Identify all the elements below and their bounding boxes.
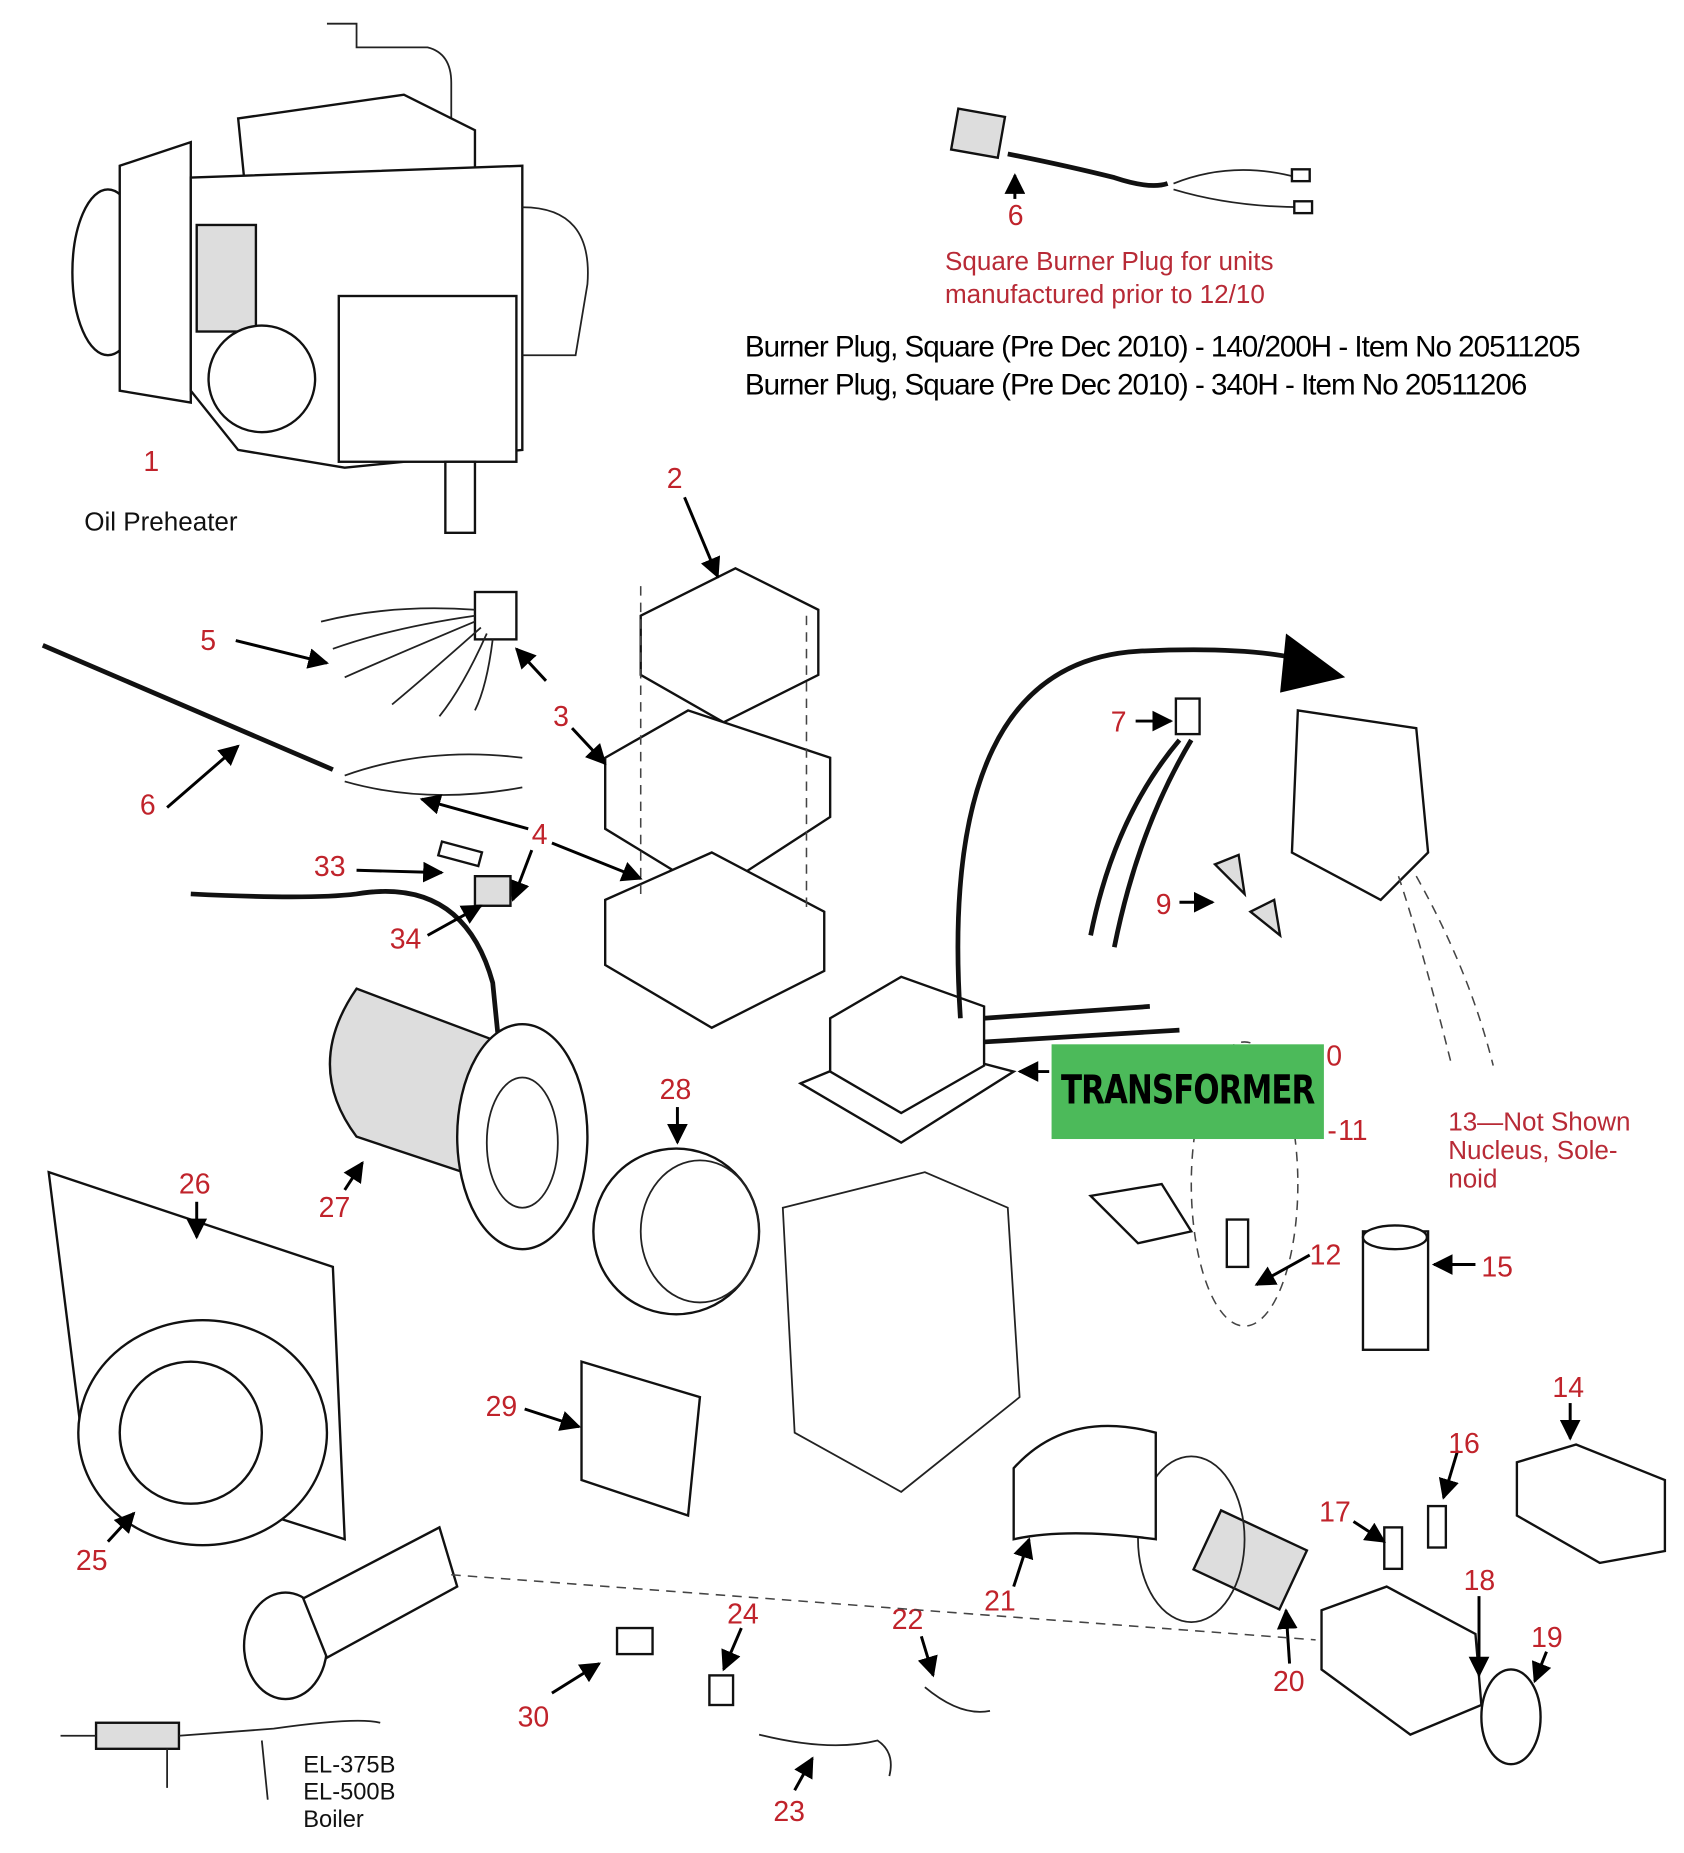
cone-9 [1212, 853, 1247, 898]
wiring-harness-drawing [320, 590, 518, 717]
transformer-label: TRANSFORMER [1061, 1068, 1315, 1114]
callout-27: 27 [319, 1192, 351, 1224]
square-burner-plug-drawing [949, 107, 1314, 215]
callout-20: 20 [1273, 1666, 1305, 1698]
square-plug-note-line2: manufactured prior to 12/10 [945, 279, 1265, 309]
callout-2: 2 [667, 463, 683, 495]
callout-6-square-plug: 6 [1008, 200, 1024, 232]
oil-line-22 [924, 1686, 991, 1713]
callout-3: 3 [553, 701, 569, 733]
callout-24: 24 [727, 1598, 759, 1630]
callout-28: 28 [660, 1074, 692, 1106]
fuse-33 [436, 840, 484, 868]
callout-25: 25 [76, 1545, 108, 1577]
oil-preheater-label: Oil Preheater [84, 506, 238, 536]
callout-30: 30 [518, 1701, 550, 1733]
boiler-label: Boiler [303, 1807, 364, 1833]
note-13-line1: 13—Not Shown [1448, 1107, 1630, 1137]
note-13-line2: Nucleus, Sole- [1448, 1135, 1617, 1165]
callout-5: 5 [200, 625, 216, 657]
boiler-model-2: EL-500B [303, 1780, 395, 1806]
callout-21: 21 [984, 1585, 1016, 1617]
pump-14 [1515, 1443, 1667, 1565]
oil-line-23 [758, 1733, 892, 1777]
solenoid-valve [1225, 1218, 1250, 1269]
callout-29: 29 [486, 1391, 518, 1423]
callout-26: 26 [179, 1168, 211, 1200]
igniter-drawing [1290, 709, 1494, 1066]
callout-1: 1 [143, 446, 159, 478]
nozzle-assembly [242, 1525, 1316, 1701]
control-box-drawing [604, 567, 832, 1030]
blower-wheel-drawing [592, 1147, 761, 1316]
fuse-holder-34 [473, 874, 512, 907]
callout-4: 4 [532, 819, 548, 851]
oil-filter-15 [1361, 1224, 1430, 1351]
boiler-model-1: EL-375B [303, 1752, 395, 1778]
boiler-preheater-drawing [60, 1719, 381, 1800]
item-line-140-200h: Burner Plug, Square (Pre Dec 2010) - 140… [745, 330, 1580, 363]
callout-11: 11 [1338, 1115, 1368, 1147]
callout-7: 7 [1111, 707, 1127, 739]
ignition-cable [41, 643, 334, 772]
pump-assembly [1012, 1424, 1542, 1766]
gasket-29 [580, 1360, 702, 1518]
note-13-line3: noid [1448, 1164, 1497, 1194]
callout-12: 12 [1310, 1240, 1342, 1272]
callout-34: 34 [390, 923, 422, 955]
callout-6: 6 [140, 790, 156, 822]
fitting-24 [708, 1674, 735, 1707]
motor-drawing [328, 987, 589, 1251]
callout-19: 19 [1531, 1622, 1563, 1654]
oil-preheater-drawing [71, 22, 589, 534]
square-plug-note-line1: Square Burner Plug for units [945, 246, 1273, 276]
callout-16: 16 [1448, 1428, 1480, 1460]
callout-17: 17 [1319, 1496, 1351, 1528]
callout-14: 14 [1552, 1372, 1584, 1404]
burner-housing [781, 1171, 1021, 1493]
callout-18: 18 [1464, 1565, 1496, 1597]
callout-23: 23 [773, 1796, 805, 1828]
callout-11-dash: - [1327, 1115, 1336, 1147]
swing-arrow-curve [955, 647, 1317, 1019]
callout-22: 22 [892, 1604, 924, 1636]
callout-15: 15 [1481, 1251, 1513, 1283]
mounting-plate-drawing [47, 1170, 346, 1547]
callout-33: 33 [314, 851, 346, 883]
transformer-drawing [797, 975, 1180, 1144]
callout-9: 9 [1156, 889, 1172, 921]
connector-7 [1174, 697, 1201, 736]
transformer-label-box: TRANSFORMER [1017, 1044, 1324, 1140]
item-line-340h: Burner Plug, Square (Pre Dec 2010) - 340… [745, 368, 1527, 401]
callout-10: 0 [1326, 1041, 1342, 1073]
